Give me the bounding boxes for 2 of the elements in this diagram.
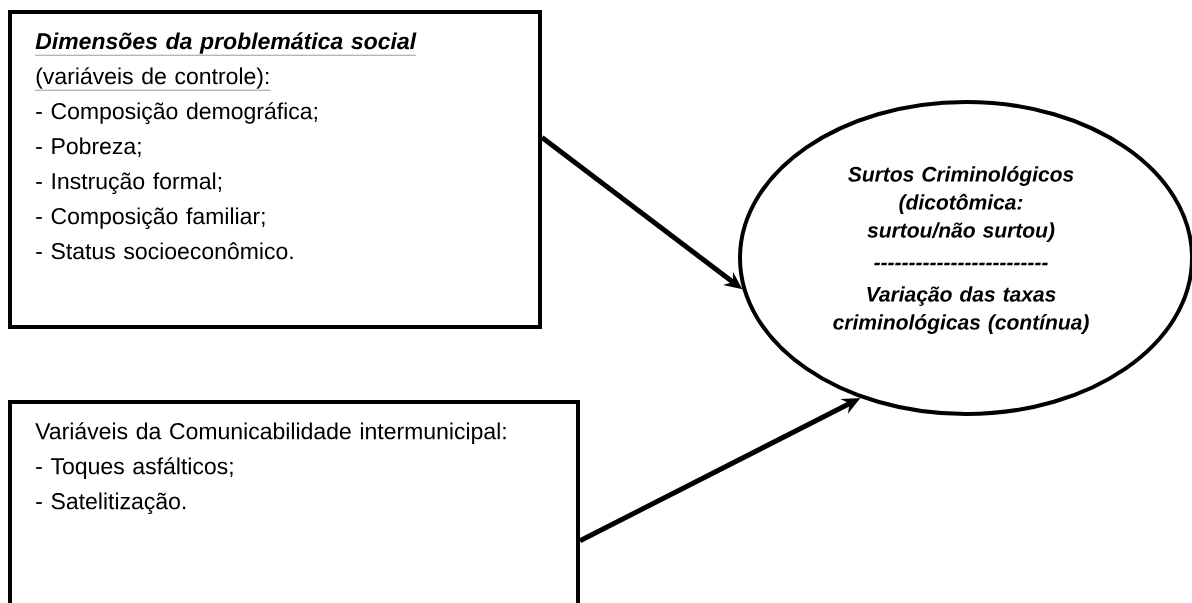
text-box: Dimensões da problemática social (variáveis de controle): - Composição demográfica; - Pobreza; - Instrução formal; - Composição familiar; - Status socioeconômico.: [8, 10, 542, 329]
text-box: Variáveis da Comunicabilidade intermunicipal: - Toques asfálticos; - Satelitização.: [8, 400, 580, 603]
